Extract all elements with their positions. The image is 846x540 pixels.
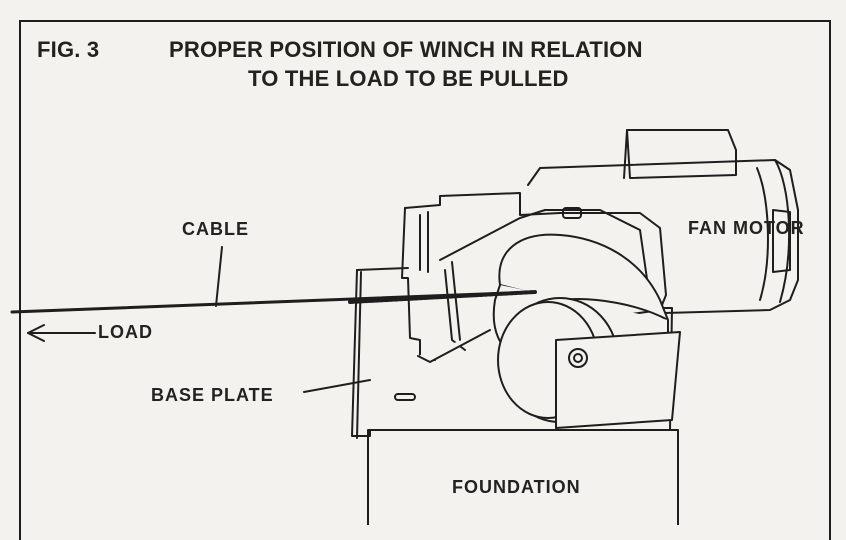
figure-number: FIG. 3 [37, 37, 100, 62]
figure-title-line2: TO THE LOAD TO BE PULLED [248, 66, 569, 91]
figure-frame [19, 20, 831, 540]
cable-leader-line [215, 246, 223, 307]
load-arrow [27, 324, 96, 342]
cable-line [10, 290, 537, 314]
figure-title-line1: PROPER POSITION OF WINCH IN RELATION [169, 37, 643, 62]
fan-motor-shape [527, 129, 799, 314]
base-plate-leader-line [303, 379, 371, 393]
cable-label: CABLE [182, 219, 249, 239]
fan-motor-label: FAN MOTOR [688, 218, 805, 238]
load-label: LOAD [98, 322, 153, 342]
bracket-plate-shape [555, 331, 681, 429]
winch-illustration [10, 129, 799, 525]
base-plate-label: BASE PLATE [151, 385, 274, 405]
foundation-label: FOUNDATION [452, 477, 581, 497]
